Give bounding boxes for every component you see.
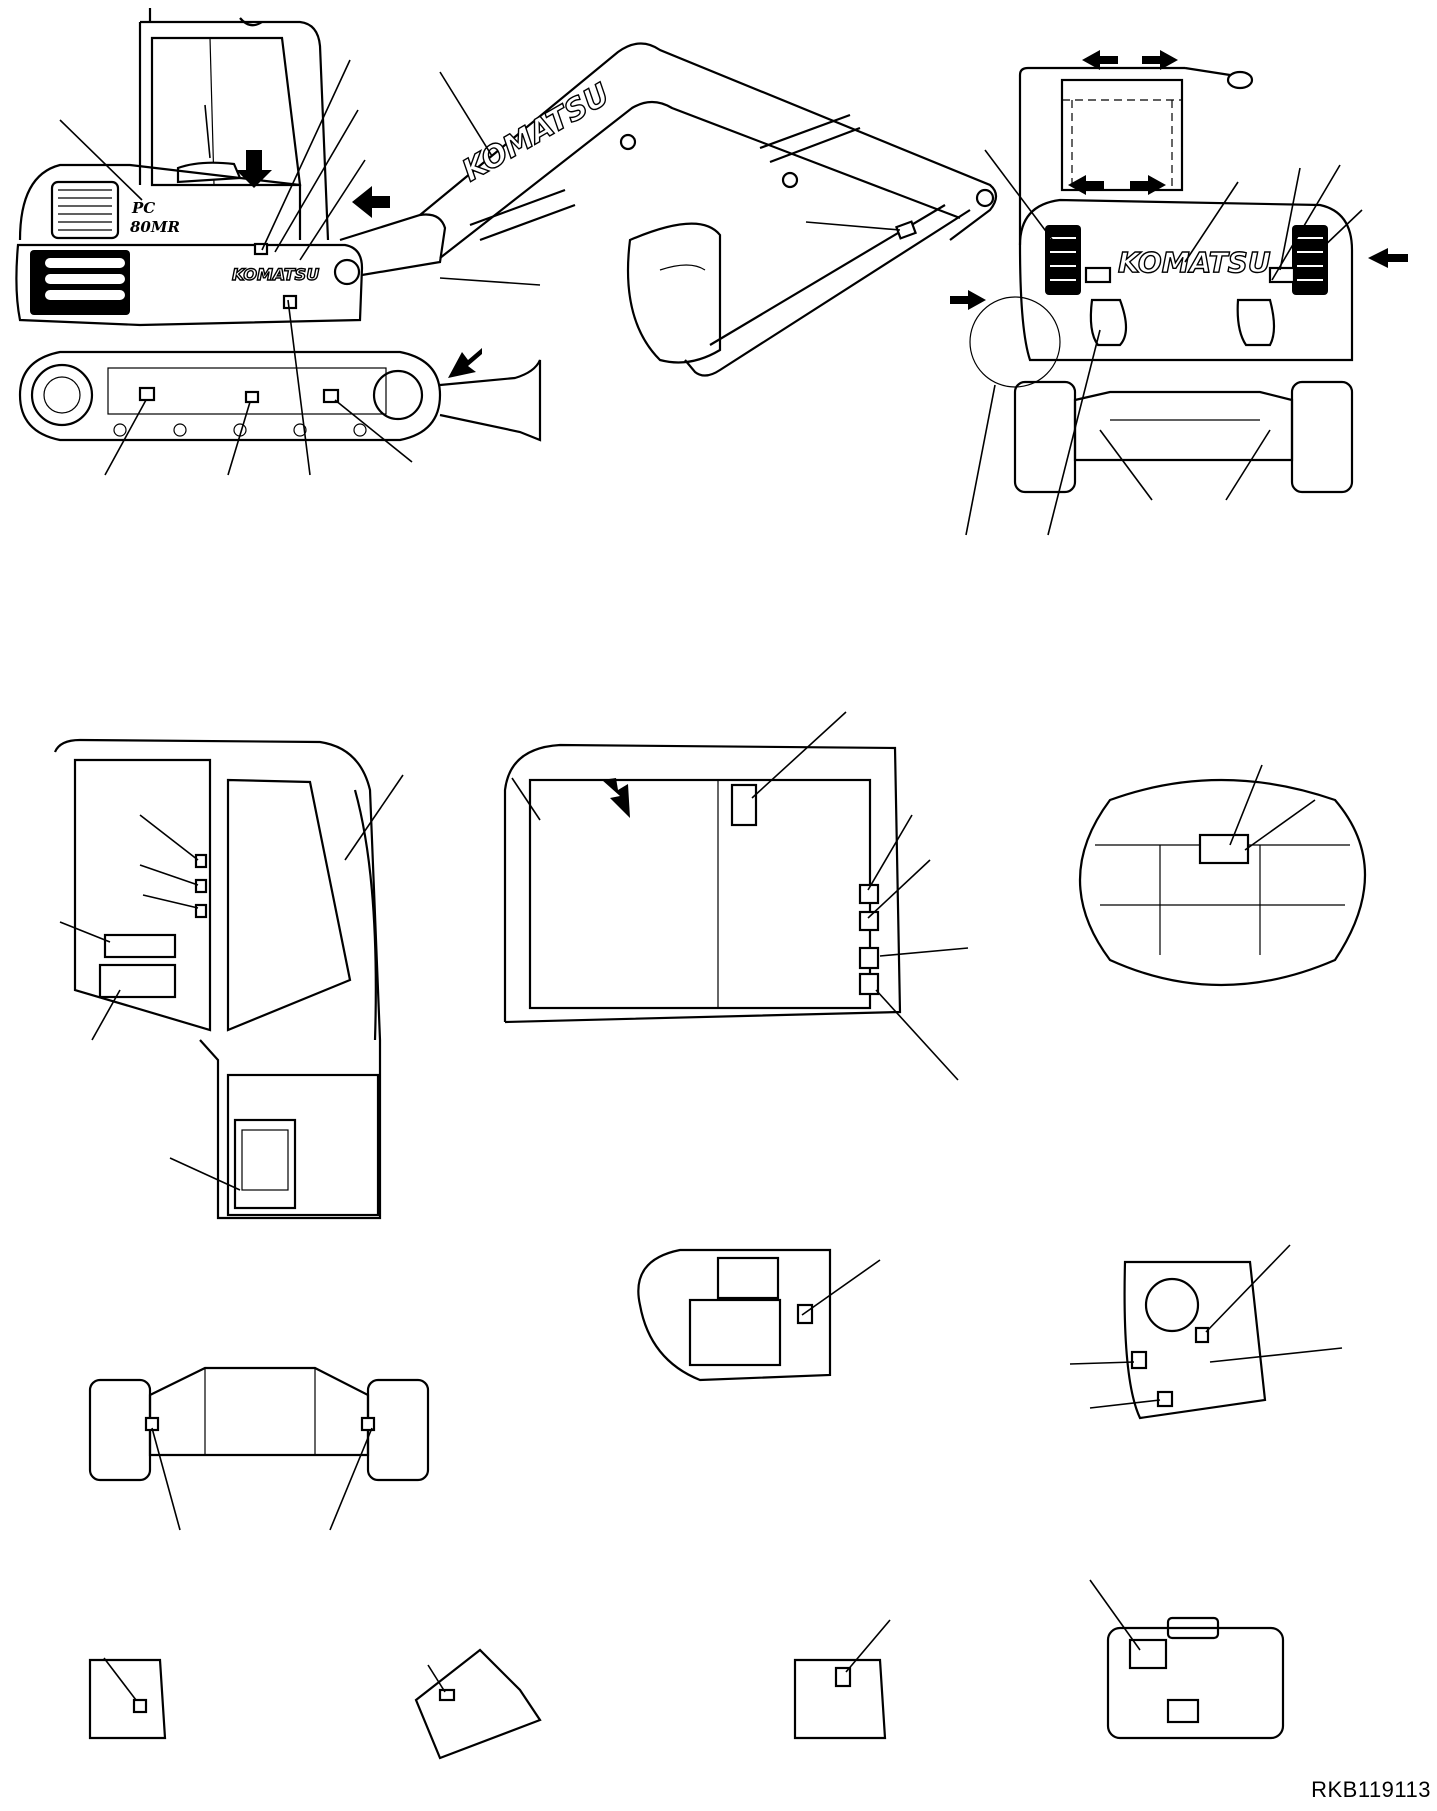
model-text-2: 80MR xyxy=(130,218,180,236)
undercarriage-detail-circle xyxy=(1078,764,1367,987)
detail-label xyxy=(1198,833,1250,865)
side-label-b xyxy=(282,294,298,310)
small-detail-3-label xyxy=(834,1666,852,1688)
cab-label-small-2 xyxy=(194,878,208,894)
arrow-diag-icon xyxy=(448,348,482,378)
detail-callout-circle xyxy=(969,296,1061,388)
rear-vent-slots xyxy=(1050,237,1323,281)
arm-label xyxy=(895,220,917,240)
track-label-b xyxy=(244,390,260,404)
engine-right-label-1 xyxy=(1130,1350,1148,1370)
undercarriage-front-view xyxy=(88,1366,430,1531)
frame-label-4 xyxy=(858,972,880,996)
vent-slots xyxy=(45,258,125,300)
boom-brand: KOMATSU xyxy=(457,77,616,189)
frame-label-3 xyxy=(858,946,880,970)
cab-left-interior xyxy=(53,738,404,1220)
arrow-upleft-icon xyxy=(602,778,630,818)
small-detail-2-label xyxy=(438,1688,456,1702)
engine-left-label xyxy=(796,1303,814,1325)
engine-right-label-2 xyxy=(1156,1390,1174,1408)
side-brand: KOMATSU xyxy=(232,265,319,284)
rear-vent-left xyxy=(1045,225,1081,295)
track-label-c xyxy=(322,388,340,404)
cab-label-small-1 xyxy=(194,853,208,869)
battery-box-view xyxy=(1089,1579,1285,1740)
model-text-1: PC xyxy=(131,199,155,217)
cab-label-large-2 xyxy=(98,963,177,999)
arrow-down-icon xyxy=(236,150,272,188)
engine-left-view xyxy=(637,1248,881,1382)
frame-label-1 xyxy=(858,883,880,905)
rear-label-left xyxy=(1084,266,1112,284)
grille-lines xyxy=(58,189,112,231)
under-label-right xyxy=(360,1416,376,1432)
frame-label-top xyxy=(730,783,758,827)
cab-front-frame xyxy=(503,711,969,1081)
drawing-reference-code: RKB119113 xyxy=(1311,1777,1431,1802)
small-detail-1-label xyxy=(132,1698,148,1714)
detail-small-3 xyxy=(793,1619,891,1740)
cab-label-large-1 xyxy=(103,933,177,959)
arrow-left-icon-2 xyxy=(1368,248,1408,268)
arrow-left-icon xyxy=(352,186,390,218)
arrow-right-icon xyxy=(950,290,986,310)
side-label-a xyxy=(253,242,269,256)
frame-label-2 xyxy=(858,910,880,932)
side-view-excavator: PC 80MR KOMATSU xyxy=(15,8,542,476)
cab-label-small-3 xyxy=(194,903,208,919)
detail-small-1 xyxy=(88,1657,167,1740)
boom-arm-view: KOMATSU xyxy=(419,42,998,377)
rear-view-excavator: KOMATSU xyxy=(950,50,1408,536)
rear-vent-right xyxy=(1292,225,1328,295)
track-label-a xyxy=(138,386,156,402)
engine-right-label-3 xyxy=(1194,1326,1210,1344)
detail-small-2 xyxy=(414,1648,542,1760)
engine-right-view xyxy=(1069,1244,1343,1420)
rear-brand: KOMATSU xyxy=(1118,246,1271,279)
rear-label-right xyxy=(1268,266,1296,284)
